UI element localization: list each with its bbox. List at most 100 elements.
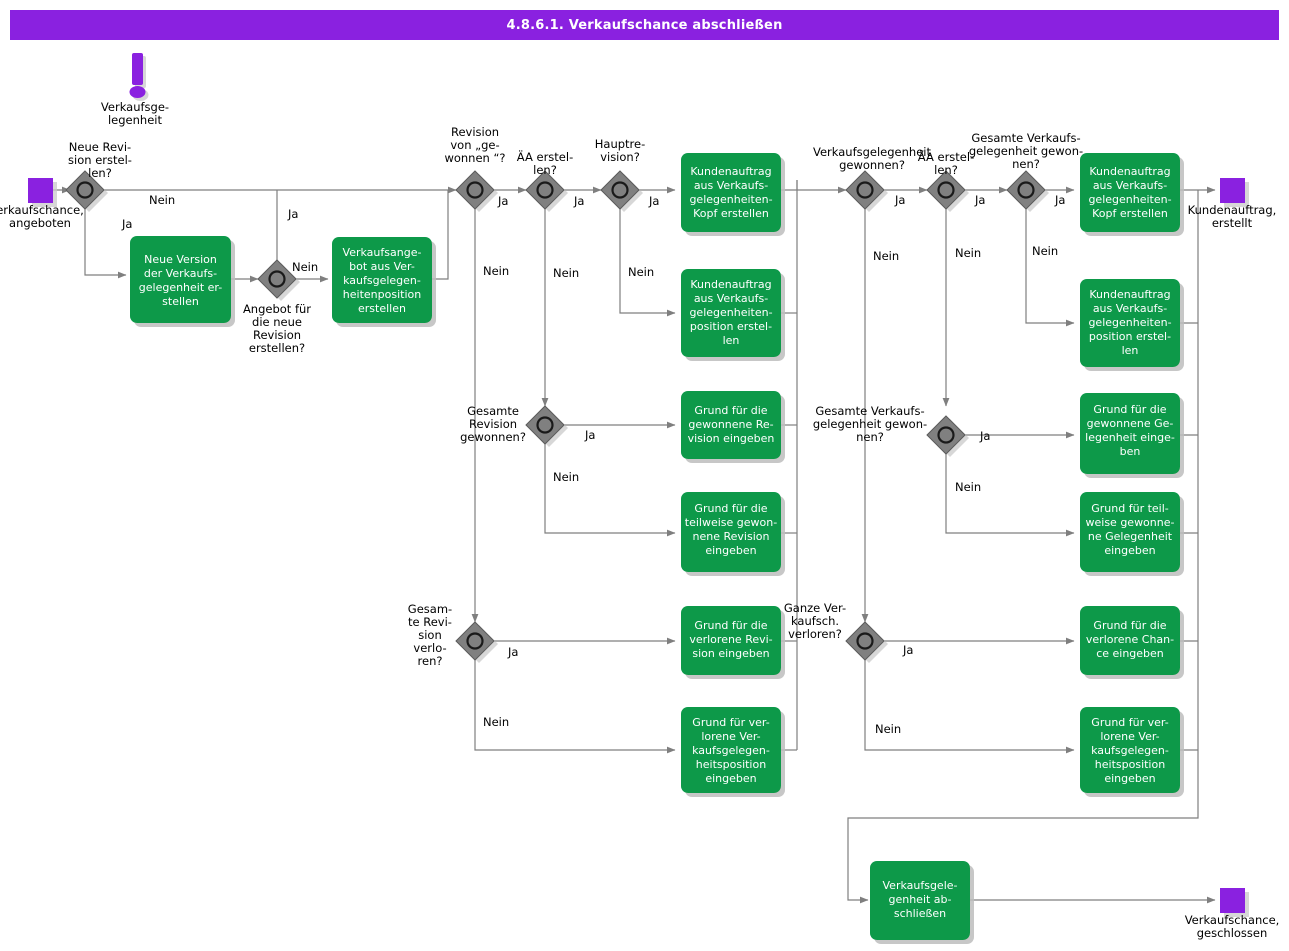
gateway-verkaufsgelegenheit-gewonnen[interactable] [845, 170, 888, 212]
gateway-label: Gesamte Verkaufs- [971, 131, 1080, 145]
gateway-label: ren? [418, 654, 443, 668]
end-event-label: Kundenauftrag, [1188, 203, 1277, 217]
task-kundenauftrag-kopf-mitte[interactable]: Kundenauftrag aus Verkaufs- gelegenheite… [681, 153, 781, 232]
task-line: legenheit einge- [1085, 431, 1175, 444]
task-line: Kundenauftrag [1089, 288, 1170, 301]
task-grund-teilweise-gewonnene-gelegenheit[interactable]: Grund für teil- weise gewonne- ne Gelege… [1080, 492, 1180, 572]
gateway-label: Gesamte Verkaufs- [815, 404, 924, 418]
gateway-angebot-fuer-neue-revision[interactable] [257, 259, 300, 301]
gateway-label: gewonnen? [460, 430, 526, 444]
task-line: aus Verkaufs- [1093, 302, 1167, 315]
task-line: aus Verkaufs- [694, 179, 768, 192]
gateway-label: ÄA erstel- [918, 149, 974, 164]
task-line: eingeben [705, 772, 756, 785]
events-layer: erkaufschance, angeboten Kundenauftrag, … [0, 178, 1279, 940]
task-line: ce eingeben [1096, 647, 1164, 660]
task-grund-verlorene-vg-position-rechts[interactable]: Grund für ver- lorene Ver- kaufsgelegen-… [1080, 707, 1180, 793]
task-line: Grund für die [694, 404, 767, 417]
task-line: vision eingeben [688, 432, 775, 445]
edge-label-yes: Ja [648, 194, 659, 208]
task-line: position erstel- [690, 320, 772, 333]
edge-label-yes: Ja [974, 193, 985, 207]
edge-label-no: Nein [553, 266, 579, 280]
task-grund-verlorene-chance[interactable]: Grund für die verlorene Chan- ce eingebe… [1080, 606, 1180, 675]
gateway-label: Hauptre- [595, 137, 646, 151]
gateway-aa-erstellen-rechts[interactable] [926, 170, 969, 212]
gateway-label: Revision [253, 328, 301, 342]
gateway-neue-revision-erstellen[interactable] [65, 170, 108, 212]
task-grund-gewonnene-gelegenheit[interactable]: Grund für die gewonnene Ge- legenheit ei… [1080, 393, 1180, 474]
task-neue-version-erstellen[interactable]: Neue Version der Verkaufs- gelegenheit e… [130, 236, 231, 323]
end-event-kundenauftrag[interactable] [1220, 178, 1249, 207]
end-event-label: geschlossen [1197, 926, 1268, 940]
gateway-label: Ganze Ver- [784, 601, 846, 615]
edge-label-no: Nein [483, 264, 509, 278]
gateway-label: gewonnen? [839, 158, 905, 172]
edge-label-yes: Ja [979, 429, 990, 443]
task-verkaufsangebot-erstellen[interactable]: Verkaufsange- bot aus Ver- kaufsgelegen-… [332, 237, 432, 323]
gateway-label: vision? [600, 150, 640, 164]
task-kundenauftrag-position-mitte[interactable]: Kundenauftrag aus Verkaufs- gelegenheite… [681, 269, 781, 357]
task-line: gelegenheit er- [139, 281, 222, 294]
task-kundenauftrag-kopf-rechts[interactable]: Kundenauftrag aus Verkaufs- gelegenheite… [1080, 153, 1180, 232]
task-line: erstellen [358, 302, 406, 315]
task-line: teilweise gewon- [685, 516, 777, 529]
gateway-label: sion [418, 628, 442, 642]
task-line: Kundenauftrag [690, 278, 771, 291]
gateway-gesamte-verkaufsgelegenheit-gewonnen[interactable] [1006, 170, 1049, 212]
gateway-label: verlo- [413, 641, 446, 655]
task-grund-gewonnene-revision[interactable]: Grund für die gewonnene Re- vision einge… [681, 391, 781, 459]
gateway-gesamte-revision-gewonnen[interactable] [525, 405, 568, 447]
edge-label-no: Nein [955, 246, 981, 260]
task-grund-verlorene-revision[interactable]: Grund für die verlorene Revi- sion einge… [681, 606, 781, 675]
gateway-gesamte-verkaufsgelegenheit-gewonnen-2[interactable] [926, 415, 969, 457]
tasks-layer: Neue Version der Verkaufs- gelegenheit e… [130, 153, 1180, 940]
gateway-gesamte-revision-verloren[interactable] [455, 621, 498, 663]
task-grund-teilweise-gewonnene-revision[interactable]: Grund für die teilweise gewon- nene Revi… [681, 492, 781, 572]
task-kundenauftrag-position-rechts[interactable]: Kundenauftrag aus Verkaufs- gelegenheite… [1080, 279, 1180, 367]
gateway-label: kaufsch. [791, 614, 839, 628]
task-line: Neue Version [144, 253, 217, 266]
gateway-label: gelegenheit gewon- [969, 144, 1083, 158]
edge-label-no: Nein [149, 193, 175, 207]
edge-label-no: Nein [553, 470, 579, 484]
task-line: kaufsgelegen- [343, 274, 421, 287]
task-line: gewonnene Ge- [1087, 417, 1174, 430]
task-line: eingeben [1104, 544, 1155, 557]
gateway-aa-erstellen-links[interactable] [525, 170, 568, 212]
gateway-label: die neue [252, 315, 302, 329]
gateway-label: nen? [856, 430, 884, 444]
task-line: len [723, 334, 740, 347]
gateway-label: Verkaufsgelegenheit [813, 145, 931, 159]
gateway-hauptrevision[interactable] [600, 170, 643, 212]
task-line: kaufsgelegen- [1091, 744, 1169, 757]
task-line: ne Gelegenheit [1088, 530, 1173, 543]
gateway-ganze-verkaufschance-verloren[interactable] [845, 621, 888, 663]
end-event-verkaufschance[interactable] [1220, 888, 1249, 917]
task-line: aus Verkaufs- [1093, 179, 1167, 192]
start-event-label: erkaufschance, [0, 203, 84, 217]
edge-label-yes: Ja [1054, 193, 1065, 207]
edge-label-no: Nein [628, 265, 654, 279]
task-line: Kundenauftrag [690, 165, 771, 178]
edge-label-no: Nein [483, 715, 509, 729]
task-grund-verlorene-vg-position-mitte[interactable]: Grund für ver- lorene Ver- kaufsgelegen-… [681, 707, 781, 793]
task-line: lorene Ver- [1100, 730, 1159, 743]
gateway-label: Revision [469, 417, 517, 431]
start-event[interactable] [28, 178, 57, 207]
edge-label-no: Nein [1032, 244, 1058, 258]
task-line: Grund für teil- [1091, 502, 1169, 515]
task-line: Grund für ver- [1091, 716, 1168, 729]
gateway-revision-von-gewonnen[interactable] [455, 170, 498, 212]
edge-label-yes: Ja [902, 643, 913, 657]
task-line: Grund für die [1093, 619, 1166, 632]
gateway-label: erstellen? [249, 341, 305, 355]
task-verkaufsgelegenheit-abschliessen[interactable]: Verkaufsgele- genheit ab- schließen [870, 861, 970, 940]
edge-label-yes: Ja [287, 207, 298, 221]
task-line: Grund für die [694, 619, 767, 632]
edge-label-yes: Ja [894, 193, 905, 207]
annotation-label: Verkaufsge- [101, 100, 169, 114]
task-line: Grund für ver- [692, 716, 769, 729]
